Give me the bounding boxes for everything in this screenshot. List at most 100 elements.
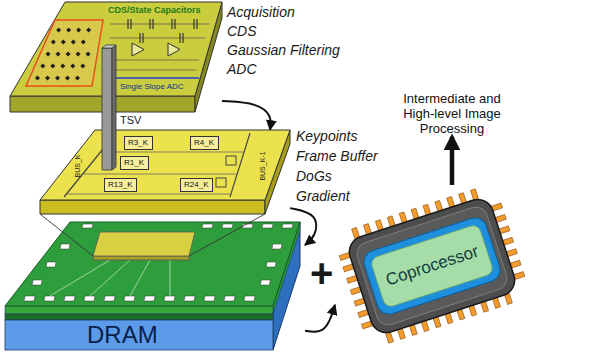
dram-layer (5, 320, 273, 350)
board-pad (82, 224, 93, 228)
function-label: Gradient (296, 188, 350, 204)
board-pad (60, 244, 70, 249)
board-trace (170, 260, 171, 296)
board-pad (260, 280, 270, 285)
photodiode-symbol (51, 40, 56, 45)
output-label: Intermediate and High-level Image Proces… (396, 92, 508, 137)
resistor-block: R24_K (180, 178, 213, 192)
function-label: DoGs (296, 168, 332, 184)
flow-arrow (305, 305, 335, 332)
photodiode-symbol (66, 28, 71, 33)
tsv-label: TSV (120, 114, 141, 127)
circuit-wire (83, 174, 238, 175)
circuit-wire (110, 60, 199, 61)
amplifier-symbol (168, 43, 180, 56)
board-pad (24, 296, 35, 301)
photodiode-symbol (86, 52, 91, 57)
layer-title: CDS/State Capacitors (108, 5, 201, 15)
function-label: Gaussian Filtering (227, 42, 340, 58)
board-pad (84, 296, 95, 301)
board-pad (104, 296, 115, 301)
board-pad (204, 296, 215, 301)
amplifier-symbol (132, 43, 144, 56)
photodiode-symbol (65, 76, 70, 81)
pixel-array-region (26, 20, 103, 86)
tsv-pillar (102, 48, 112, 170)
layer-side (40, 200, 265, 214)
board-pad (124, 296, 135, 301)
tsv-pillar-top (102, 45, 116, 48)
capacitor-symbol (149, 19, 150, 29)
resistor-block: R13_K (104, 178, 137, 192)
photodiode-symbol (35, 76, 40, 81)
circuit-wire (66, 194, 231, 195)
function-label: ADC (227, 61, 257, 77)
resistor-label: R3_K (128, 138, 148, 147)
resistor-block: R3_K (124, 136, 153, 150)
photodiode-symbol (76, 52, 81, 57)
board-pad (144, 296, 155, 301)
processing-layer: BUS_KBUS_K-1R3_KR4_KR1_KR13_KR24_K (40, 130, 290, 214)
photodiode-symbol (60, 64, 65, 69)
board-pad (272, 244, 282, 249)
chip-body-inner (354, 204, 510, 328)
board-pad (46, 262, 56, 267)
bus-label: BUS_K (74, 155, 82, 178)
board-pad (222, 224, 233, 228)
board-pad (224, 296, 235, 301)
photodiode-symbol (81, 40, 86, 45)
board-pad (64, 296, 75, 301)
board-pad (282, 224, 293, 228)
photodiode-symbol (56, 28, 61, 33)
circuit-wire (110, 38, 206, 39)
tsv-pillar-side (112, 45, 116, 170)
photodiode-symbol (70, 64, 75, 69)
chip-body-group (333, 183, 532, 350)
capacitor-symbol (142, 33, 143, 43)
zoom-line (189, 214, 265, 256)
board-pad (32, 280, 42, 285)
photodiode-symbol (56, 52, 61, 57)
resistor-block: R1_K (120, 156, 149, 170)
photodiode-symbol (50, 64, 55, 69)
output-note: Intermediate and High-level Image Proces… (396, 92, 508, 137)
resistor-label: R24_K (184, 180, 208, 189)
board-face (5, 222, 300, 306)
stacked-chip (93, 232, 195, 256)
chip-body (345, 195, 519, 336)
capacitor-symbol (130, 19, 131, 29)
capacitor-symbol (171, 19, 172, 29)
circuit-wire (101, 152, 245, 153)
flow-arrow (450, 137, 455, 185)
board-pad (44, 296, 55, 301)
capacitor-symbol (152, 19, 153, 29)
capacitor-symbol (179, 33, 180, 43)
resistor-block: R4_K (190, 136, 219, 150)
board-pad (244, 296, 255, 301)
resistor-label: R13_K (108, 180, 132, 189)
capacitor-symbol (193, 19, 194, 29)
chip-die-ring (361, 215, 503, 317)
board-label: DRAM (87, 323, 158, 347)
board-pad (184, 296, 195, 301)
adc-boundary (102, 77, 199, 79)
capacitor-symbol (127, 19, 128, 29)
function-label: Frame Buffer (296, 148, 378, 164)
layer-face (40, 130, 290, 200)
function-label: CDS (227, 23, 257, 39)
board-pad (266, 262, 276, 267)
capacitor-symbol (174, 19, 175, 29)
resistor-label: R4_K (194, 138, 214, 147)
board-trace (130, 260, 150, 296)
plus-sign: + (310, 253, 333, 293)
photodiode-symbol (71, 40, 76, 45)
board-trace (50, 260, 110, 296)
board-pad (164, 296, 175, 301)
board-pad (262, 224, 273, 228)
memory-cell (216, 178, 226, 187)
capacitor-symbol (196, 19, 197, 29)
function-label: Keypoints (296, 128, 357, 144)
photodiode-symbol (45, 76, 50, 81)
photodiode-symbol (80, 64, 85, 69)
capacitor-symbol (139, 33, 140, 43)
